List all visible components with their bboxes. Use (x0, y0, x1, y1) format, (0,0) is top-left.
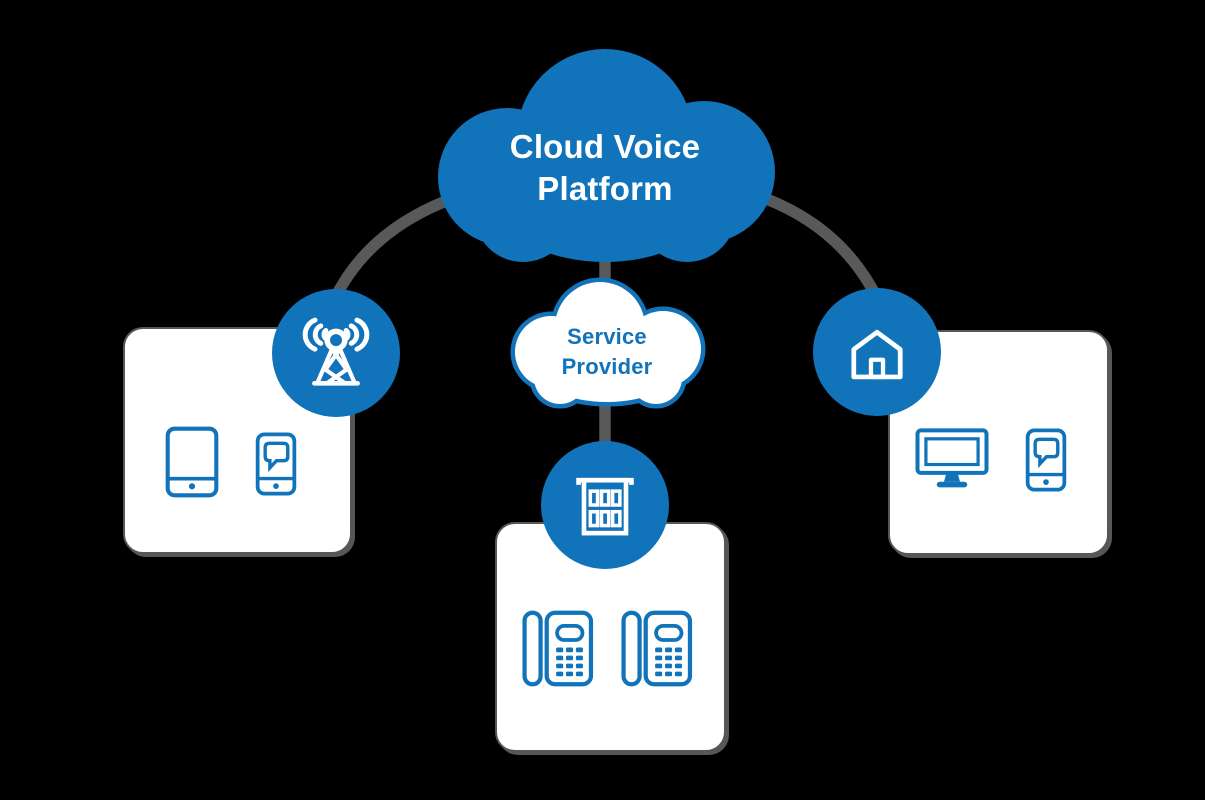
house-icon (851, 329, 903, 380)
cloud-platform-label: Cloud Voice Platform (430, 126, 780, 210)
desk-phone-icon (522, 610, 594, 687)
office-building-icon (576, 477, 634, 536)
tablet-icon (165, 426, 219, 498)
desktop-monitor-icon (915, 428, 989, 488)
radio-tower-icon (302, 317, 370, 386)
service-provider-label: Service Provider (507, 322, 707, 382)
office-building-node (541, 441, 669, 569)
cloud-platform-label-line1: Cloud Voice (509, 128, 701, 165)
desk-phone-icon (621, 610, 693, 687)
cell-tower-node (272, 289, 400, 417)
smartphone-chat-icon (1025, 428, 1067, 492)
service-provider-label-line2: Provider (561, 354, 653, 379)
smartphone-chat-icon (255, 432, 297, 496)
home-node (813, 288, 941, 416)
cloud-platform-label-line2: Platform (537, 170, 673, 207)
service-provider-label-line1: Service (567, 324, 647, 349)
